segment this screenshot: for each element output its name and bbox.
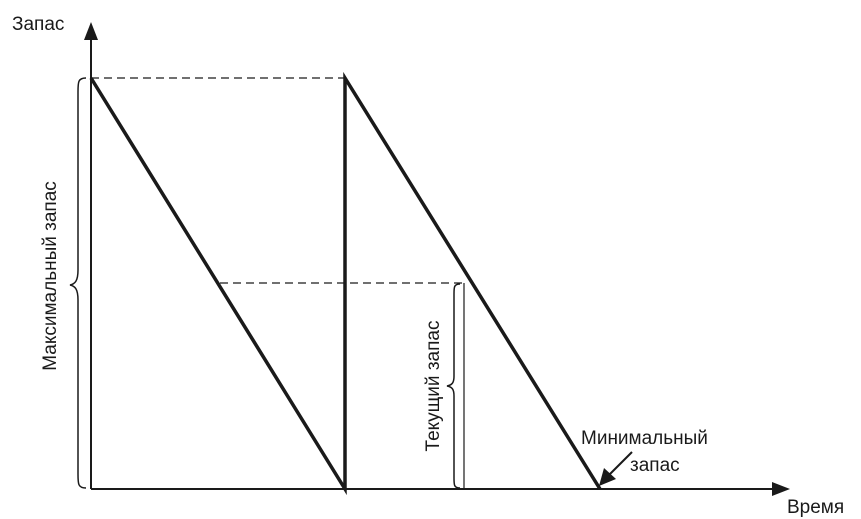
min-stock-pointer-arrowhead — [599, 468, 616, 486]
min-stock-label-line1: Минимальный — [581, 428, 708, 449]
min-stock-pointer-line — [609, 451, 633, 475]
x-axis-arrowhead — [772, 482, 790, 496]
current-stock-brace — [446, 283, 461, 489]
min-stock-label-line2: запас — [630, 455, 680, 476]
x-axis-label: Время — [787, 497, 844, 518]
y-axis-arrowhead — [84, 22, 98, 40]
stock-level-line — [89, 71, 602, 496]
y-axis-label: Запас — [12, 14, 64, 35]
current-stock-label: Текущий запас — [423, 321, 444, 452]
max-stock-brace — [69, 77, 87, 489]
max-stock-label: Максимальный запас — [40, 181, 61, 371]
